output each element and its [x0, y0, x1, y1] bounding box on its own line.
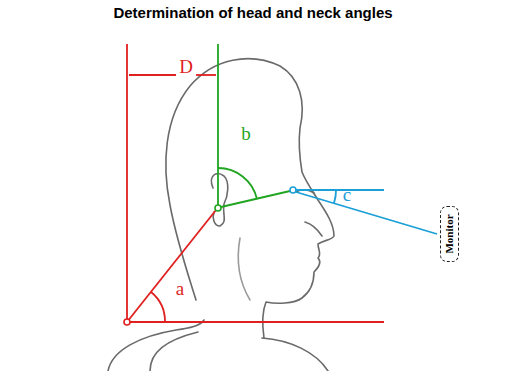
diagram-title: Determination of head and neck angles [0, 4, 506, 21]
angle-a-arc [151, 292, 165, 322]
distance-d-right [196, 74, 216, 76]
shoulder-back [150, 332, 198, 371]
angle-label: b [241, 124, 251, 143]
c7-point [124, 319, 130, 325]
distance-d-left [129, 74, 176, 76]
neck-line [127, 210, 216, 322]
head-angle-lines [218, 44, 290, 207]
angle-label: a [176, 279, 184, 298]
angle-label: c [343, 185, 351, 204]
monitor-gaze [296, 192, 437, 234]
head-outline [108, 59, 334, 371]
face-profile [166, 59, 334, 338]
angle-c-arc [334, 190, 336, 203]
ear-vertical [217, 44, 219, 205]
nostril [305, 222, 322, 236]
gaze-lines [296, 190, 437, 234]
tragus-point [215, 205, 221, 211]
horizontal-gaze [296, 189, 384, 191]
node-label: Monitor [444, 214, 455, 253]
back-shoulder [108, 320, 204, 371]
neck-angle-lines [127, 44, 384, 322]
angle-b-arc [218, 168, 257, 199]
eye-point [290, 187, 296, 193]
vertical-reference [126, 44, 128, 322]
distance-label: D [179, 57, 193, 76]
ear [211, 174, 227, 226]
monitor-box: Monitor [440, 206, 459, 261]
jaw-line [238, 238, 250, 300]
shoulder-front [262, 338, 328, 371]
